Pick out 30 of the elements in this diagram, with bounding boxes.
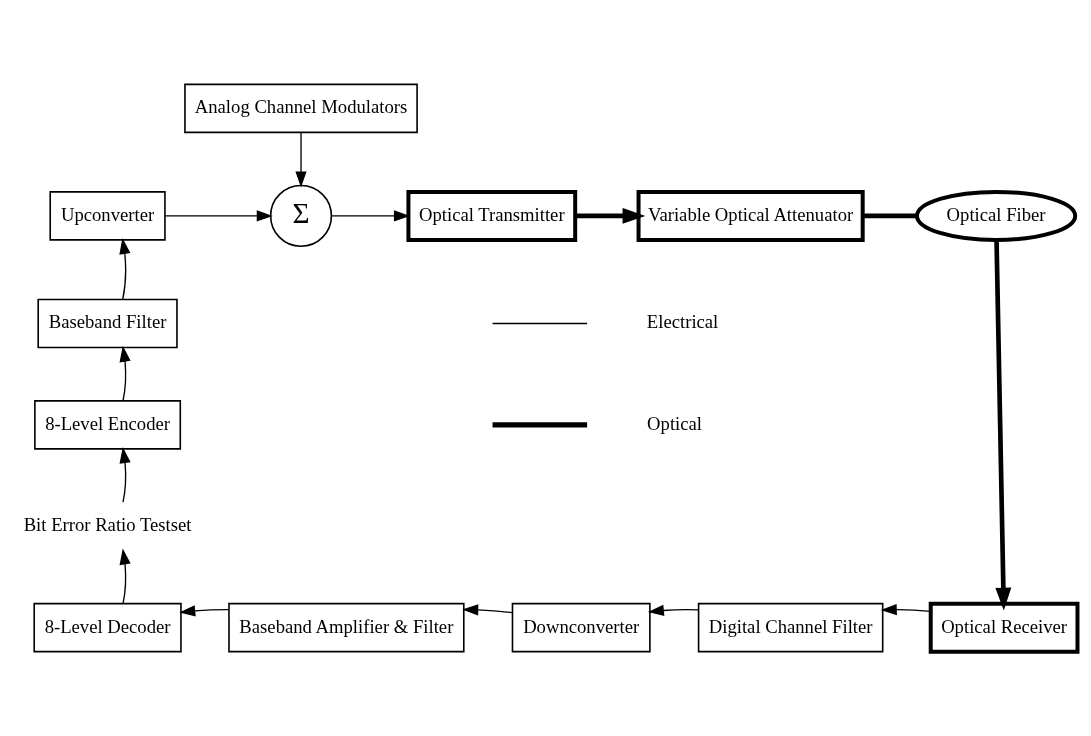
node-text: Bit Error Ratio Testset [23, 514, 192, 536]
node-circle: Σ [269, 184, 333, 248]
node-box: Upconverter [49, 191, 166, 241]
arrow [119, 447, 131, 503]
legend-label: Optical [647, 412, 703, 434]
legend-label: Electrical [646, 311, 719, 333]
node-box: Optical Transmitter [406, 189, 578, 242]
node-box: Downconverter [511, 602, 651, 653]
node-box: Optical Receiver [928, 601, 1080, 654]
node-ellipse: Optical Fiber [915, 189, 1078, 242]
node-box: Digital Channel Filter [697, 602, 884, 653]
arrow [647, 604, 699, 616]
connector [862, 213, 917, 219]
arrow [994, 240, 1012, 611]
node-box: Baseband Amplifier & Filter [228, 602, 465, 653]
arrow [330, 210, 410, 222]
arrow [179, 605, 230, 617]
node-box: Variable Optical Attenuator [636, 189, 865, 242]
arrow [462, 604, 513, 616]
node-box: 8-Level Encoder [34, 400, 182, 450]
node-box: Baseband Filter [37, 298, 178, 349]
arrow [880, 604, 932, 616]
arrow [119, 345, 131, 402]
node-box: 8-Level Decoder [33, 602, 182, 653]
arrow [119, 548, 131, 605]
arrow [164, 210, 273, 222]
arrow [575, 207, 646, 224]
node-box: Analog Channel Modulators [184, 83, 418, 134]
arrow [295, 131, 307, 188]
arrow [119, 238, 131, 301]
